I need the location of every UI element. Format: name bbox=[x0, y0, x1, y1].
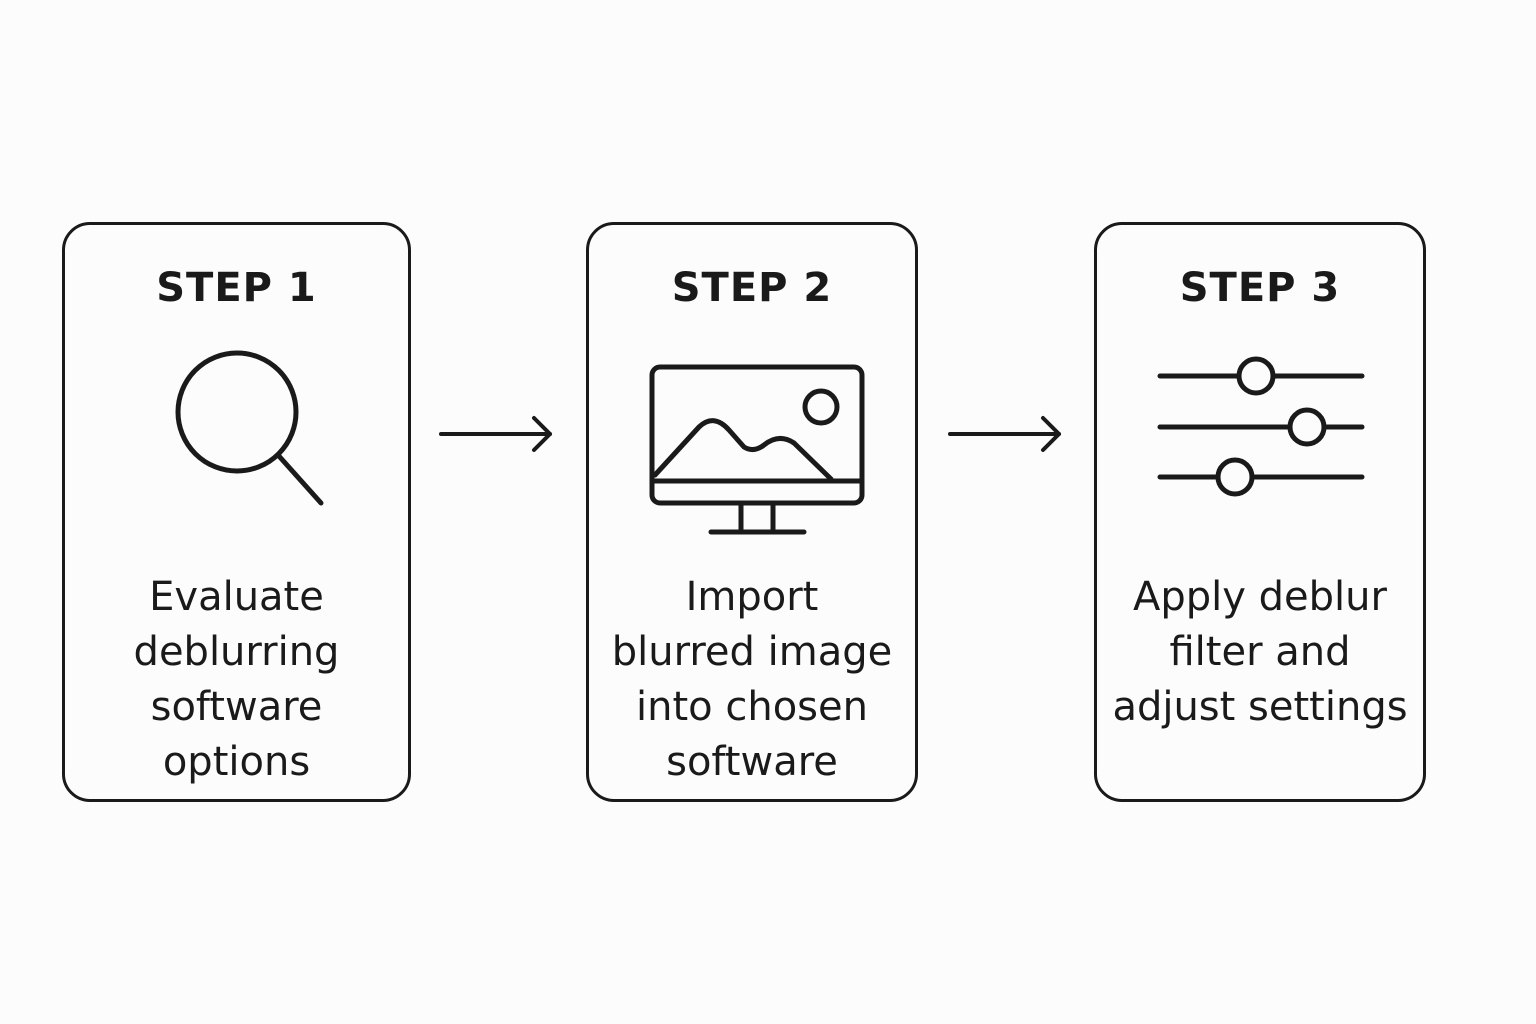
monitor-image-icon bbox=[589, 345, 915, 535]
step-3-card: STEP 3 Apply deblur filter and adjust se… bbox=[1094, 222, 1426, 802]
step-2-card: STEP 2 Import blurred image into chosen … bbox=[586, 222, 918, 802]
step-title: STEP 3 bbox=[1179, 265, 1341, 311]
arrow-right-icon bbox=[439, 416, 552, 452]
step-title: STEP 1 bbox=[156, 265, 317, 311]
step-description: Import blurred image into chosen softwar… bbox=[611, 574, 893, 785]
step-description: Evaluate deblurring software options bbox=[133, 574, 340, 785]
arrow-right-icon bbox=[948, 416, 1061, 452]
sliders-icon bbox=[1097, 345, 1423, 535]
step-description: Apply deblur filter and adjust settings bbox=[1112, 574, 1408, 730]
search-icon bbox=[65, 345, 408, 535]
step-1-card: STEP 1 Evaluate deblurring software opti… bbox=[62, 222, 411, 802]
step-title: STEP 2 bbox=[671, 265, 833, 311]
